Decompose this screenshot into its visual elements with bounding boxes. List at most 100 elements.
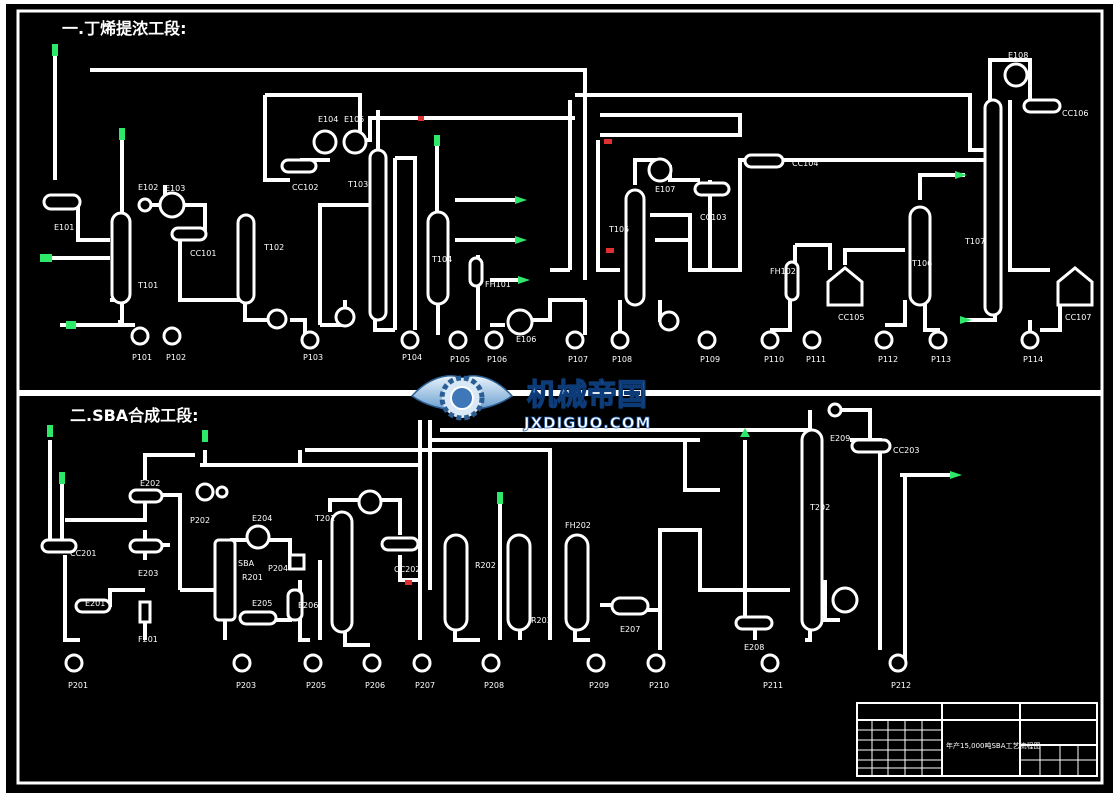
- pump-p104: [400, 330, 420, 350]
- tag-p207: P207: [415, 681, 435, 690]
- pump-p212: [888, 653, 908, 673]
- watermark-brand-en: JXDIGUO.COM: [523, 414, 651, 432]
- tag-p113: P113: [931, 355, 951, 364]
- column-t107: [983, 98, 1003, 317]
- pump-p101: [130, 326, 150, 346]
- tag-p205: P205: [306, 681, 326, 690]
- drum-cc102: [280, 158, 318, 174]
- arrow-lower-2: [59, 472, 65, 484]
- lower-pumps: [64, 653, 908, 673]
- tag-e202: E202: [140, 479, 160, 488]
- tag-p109: P109: [700, 355, 720, 364]
- upper-tags: E101 E102 E103 CC101 T101 T102 E104 E105…: [54, 51, 1091, 344]
- tag-p103: P103: [303, 353, 323, 362]
- pump-p207: [412, 653, 432, 673]
- pump-p208: [481, 653, 501, 673]
- pump-p210: [646, 653, 666, 673]
- tag-e207: E207: [620, 625, 640, 634]
- exchanger-e204: [245, 524, 271, 550]
- filter-f201: [138, 600, 152, 624]
- exchanger-e207: [610, 596, 650, 616]
- arrow-sba: [740, 428, 750, 437]
- tag-e201: E201: [85, 599, 105, 608]
- pump-p211: [760, 653, 780, 673]
- tag-p110: P110: [764, 355, 784, 364]
- arrow-feed-3: [40, 254, 52, 262]
- tag-t107: T107: [964, 237, 985, 246]
- pump-p110: [760, 330, 780, 350]
- tag-r202: R202: [475, 561, 496, 570]
- tag-cc106: CC106: [1062, 109, 1088, 118]
- pump-p206: [362, 653, 382, 673]
- arrow-out-6: [960, 316, 972, 324]
- pump-p209: [586, 653, 606, 673]
- tag-e104: E104: [318, 115, 338, 124]
- tag-t106: T106: [911, 259, 932, 268]
- exchanger-e104: [312, 129, 338, 155]
- watermark-gear-hub: [450, 386, 474, 410]
- exchanger-upper-b: [334, 306, 356, 328]
- tag-t102: T102: [263, 243, 284, 252]
- outer-frame: [16, 9, 1104, 785]
- column-t101: [110, 211, 132, 305]
- pump-p204: [288, 553, 306, 571]
- tag-p102: P102: [166, 353, 186, 362]
- drum-cc203: [850, 438, 892, 454]
- tag-t103: T103: [347, 180, 368, 189]
- exchanger-e107: [647, 157, 673, 183]
- tag-t105: T105: [608, 225, 629, 234]
- arrow-out-3: [515, 236, 527, 244]
- arrow-out-5: [955, 171, 967, 179]
- tag-cc202: CC202: [394, 565, 420, 574]
- arrow-out-lower: [950, 471, 962, 479]
- upper-section-title: 一.丁烯提浓工段:: [62, 19, 186, 38]
- pump-p105: [448, 330, 468, 350]
- column-t104: [426, 210, 450, 306]
- tag-cc107: CC107: [1065, 313, 1091, 322]
- upper-equipment: [42, 62, 1094, 336]
- exchanger-e106: [506, 308, 534, 336]
- tag-e108: E108: [1008, 51, 1028, 60]
- tag-e107: E107: [655, 185, 675, 194]
- exchanger-e101: [42, 193, 82, 211]
- tank-cc105: [826, 266, 864, 307]
- arrow-feed-c4: [52, 44, 58, 56]
- tag-e203: E203: [138, 569, 158, 578]
- separator-fh202: [564, 533, 590, 632]
- exchanger-e108: [1003, 62, 1029, 88]
- tag-e102: E102: [138, 183, 158, 192]
- drum-cc104: [743, 153, 785, 169]
- tag-cc201: CC201: [70, 549, 96, 558]
- tag-t101: T101: [137, 281, 158, 290]
- tag-p104: P104: [402, 353, 422, 362]
- pump-p107: [565, 330, 585, 350]
- tag-p212: P212: [891, 681, 911, 690]
- tag-t202: T202: [809, 503, 830, 512]
- arrow-lower-4: [497, 492, 503, 504]
- tag-cc103: CC103: [700, 213, 726, 222]
- drum-cc106: [1022, 98, 1062, 114]
- pump-p113: [928, 330, 948, 350]
- lower-pump-tags: P201 P203 P205 P206 P207 P208 P209 P210 …: [68, 681, 911, 690]
- pump-p108: [610, 330, 630, 350]
- tag-t104: T104: [431, 255, 452, 264]
- arrow-out-2: [515, 196, 527, 204]
- tag-p105: P105: [450, 355, 470, 364]
- arrow-out-4: [518, 276, 530, 284]
- tag-p206: P206: [365, 681, 385, 690]
- tag-p202: P202: [190, 516, 210, 525]
- pump-p102: [162, 326, 182, 346]
- tag-p114: P114: [1023, 355, 1043, 364]
- exchanger-e203: [128, 538, 164, 554]
- lower-tags: CC201 E202 E203 E201 P202 F201 E204 R201…: [70, 434, 919, 652]
- drawing-area: [6, 4, 1113, 793]
- tag-fh102: FH102: [770, 267, 796, 276]
- tag-e208: E208: [744, 643, 764, 652]
- watermark-brand-cn: 机械帝国: [527, 378, 647, 413]
- tag-p210: P210: [649, 681, 669, 690]
- valve-p202b: [215, 485, 229, 499]
- arrow-lower-3: [202, 430, 208, 442]
- reboiler-t202: [831, 586, 859, 614]
- tag-cc203: CC203: [893, 446, 919, 455]
